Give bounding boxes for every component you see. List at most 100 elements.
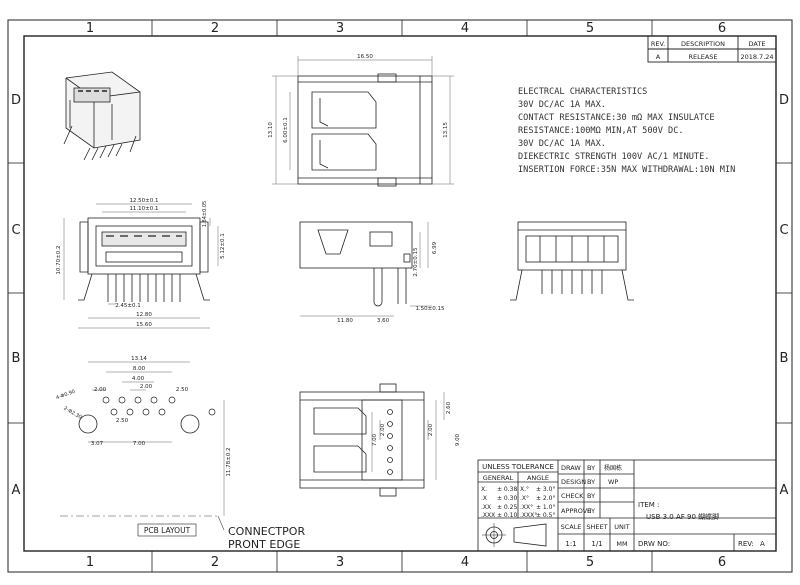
dim-pcb-hole-a: 4-Φ0.90 [55, 389, 76, 401]
char-line-5: 30V DC/AC 1A MAX. [518, 139, 606, 149]
rev-value-rev: A [656, 53, 661, 61]
tb-tol-3-label: .XXX [481, 512, 495, 519]
char-line-2: 30V DC/AC 1A MAX. [518, 100, 606, 110]
grid-col-2-top: 2 [211, 21, 219, 36]
grid-col-6-bottom: 6 [718, 555, 726, 570]
dim-top-width: 16.50 [357, 54, 373, 60]
tb-draw-value: 杨国栋 [604, 464, 622, 472]
tb-approve-label: APPROVE [561, 507, 591, 515]
tb-tol-1-anglabel: .X° [520, 495, 529, 502]
tb-tol-0-label: X. [481, 486, 487, 493]
dim-front-h-right: 5.12±0.1 [220, 233, 226, 259]
dim-bot-v2: 2.00 [428, 423, 434, 436]
dim-front-bottom2: 15.60 [136, 322, 152, 328]
grid-row-b-right: B [780, 351, 789, 366]
grid-row-c-right: C [779, 223, 788, 238]
tb-tol-2-angvalue: ± 1.0° [536, 504, 555, 511]
dim-pcb-bottom-mid: 7.00 [133, 441, 146, 447]
grid-col-1-bottom: 1 [86, 555, 94, 570]
tb-check-by: BY [587, 492, 595, 500]
isometric-view [63, 71, 141, 161]
side-view-dims [300, 222, 432, 317]
rear-view [510, 221, 634, 301]
tb-draw-label: DRAW [561, 464, 581, 472]
dim-pcb-mid: 2.50 [116, 418, 129, 424]
dim-top-height-left: 13.10 [268, 122, 274, 138]
rev-header-date: DATE [749, 40, 766, 48]
rev-header-rev: REV. [651, 40, 665, 48]
tb-tol-3-angvalue: ± 0.5° [536, 512, 555, 519]
dim-pcb-w2: 8.00 [133, 366, 146, 372]
dim-pcb-left: 2.00 [94, 387, 107, 393]
pcb-layout-dims [88, 361, 225, 516]
outer-frame [7, 19, 793, 573]
tb-tol-3-value: ± 0.10 [497, 512, 517, 519]
char-line-6: DIEKECTRIC STRENGTH 100V AC/1 MINUTE. [518, 152, 709, 162]
dim-bot-v1: 2.60 [446, 401, 452, 414]
grid-col-1-top: 1 [86, 21, 94, 36]
char-line-1: ELECTRCAL CHARACTERISTICS [518, 87, 647, 97]
dim-pcb-w4: 2.00 [140, 384, 153, 390]
connector-edge-line1: CONNECTPOR [228, 525, 305, 538]
dim-front-bottom1: 12.80 [136, 312, 152, 318]
grid-col-5-top: 5 [586, 21, 594, 36]
tb-rev-label: REV: [738, 540, 754, 548]
tb-tol-1-label: .X [481, 495, 487, 502]
dim-pcb-vertical: 11.78±0.2 [226, 447, 232, 476]
dim-bot-inner2: 7.00 [372, 433, 378, 446]
tb-tol-0-angvalue: ± 3.0° [536, 486, 555, 493]
dim-side-bottom-mid: 3.60 [377, 318, 390, 324]
dim-front-w2: 11.10±0.1 [129, 206, 158, 212]
tb-tol-1-angvalue: ± 2.0° [536, 495, 555, 502]
dim-front-h-small: 1.84±0.05 [202, 201, 208, 227]
tb-tol-0-anglabel: X.° [520, 486, 529, 493]
grid-row-d-left: D [11, 93, 21, 108]
dim-side-h1: 2.70±0.15 [413, 247, 419, 277]
rev-header-description: DESCRIPTION [681, 40, 725, 48]
connector-edge-line2: PRONT EDGE [228, 538, 300, 551]
bottom-view-dims [371, 392, 445, 480]
tb-check-label: CHECK [561, 492, 584, 500]
grid-col-4-bottom: 4 [461, 555, 469, 570]
grid-row-c-left: C [11, 223, 20, 238]
dim-pcb-w1: 13.14 [131, 356, 147, 362]
grid-row-a-left: A [12, 483, 21, 498]
tb-unit-value: MM [616, 540, 627, 548]
projection-symbol-icon [482, 523, 547, 547]
dim-pcb-bottom-left: 3.07 [91, 441, 104, 447]
dim-top-height-right: 13.15 [443, 122, 449, 138]
grid-row-d-right: D [779, 93, 789, 108]
grid-col-3-top: 3 [336, 21, 344, 36]
rev-value-description: RELEASE [688, 53, 717, 61]
grid-ticks [8, 20, 792, 572]
dim-pcb-w3: 4.00 [132, 376, 145, 382]
tb-unit-label: UNIT [614, 523, 630, 531]
bottom-view [299, 383, 425, 497]
dim-top-height-inner: 6.00±0.1 [283, 117, 289, 143]
dim-side-h2: 6.99 [432, 241, 438, 254]
tb-drw-no-label: DRW NO: [638, 540, 670, 548]
char-line-7: INSERTION FORCE:35N MAX WITHDRAWAL:10N M… [518, 165, 735, 175]
tb-tol-1-value: ± 0.30 [497, 495, 517, 502]
tb-draw-by: BY [587, 464, 595, 472]
tb-sheet-value: 1/1 [591, 540, 602, 548]
front-view [78, 217, 210, 302]
grid-row-a-right: A [780, 483, 789, 498]
dim-front-w1: 12.50±0.1 [129, 198, 158, 204]
tb-sheet-label: SHEET [586, 523, 607, 531]
grid-col-3-bottom: 3 [336, 555, 344, 570]
tb-scale-value: 1:1 [565, 540, 576, 548]
tb-rev-value: A [760, 540, 765, 548]
grid-col-6-top: 6 [718, 21, 726, 36]
side-view [299, 221, 413, 307]
dim-pcb-hole-b: 2-Φ2.30 [62, 406, 82, 421]
grid-col-2-bottom: 2 [211, 555, 219, 570]
grid-col-5-bottom: 5 [586, 555, 594, 570]
revision-table: REV. DESCRIPTION DATE A RELEASE 2018.7.2… [647, 35, 777, 63]
tb-angle: ANGLE [527, 474, 549, 482]
dim-front-h-left: 10.70±0.2 [56, 245, 62, 274]
grid-row-b-left: B [12, 351, 21, 366]
char-line-3: CONTACT RESISTANCE:30 mΩ MAX INSULATCE [518, 113, 715, 123]
dim-pcb-right: 2.50 [176, 387, 189, 393]
